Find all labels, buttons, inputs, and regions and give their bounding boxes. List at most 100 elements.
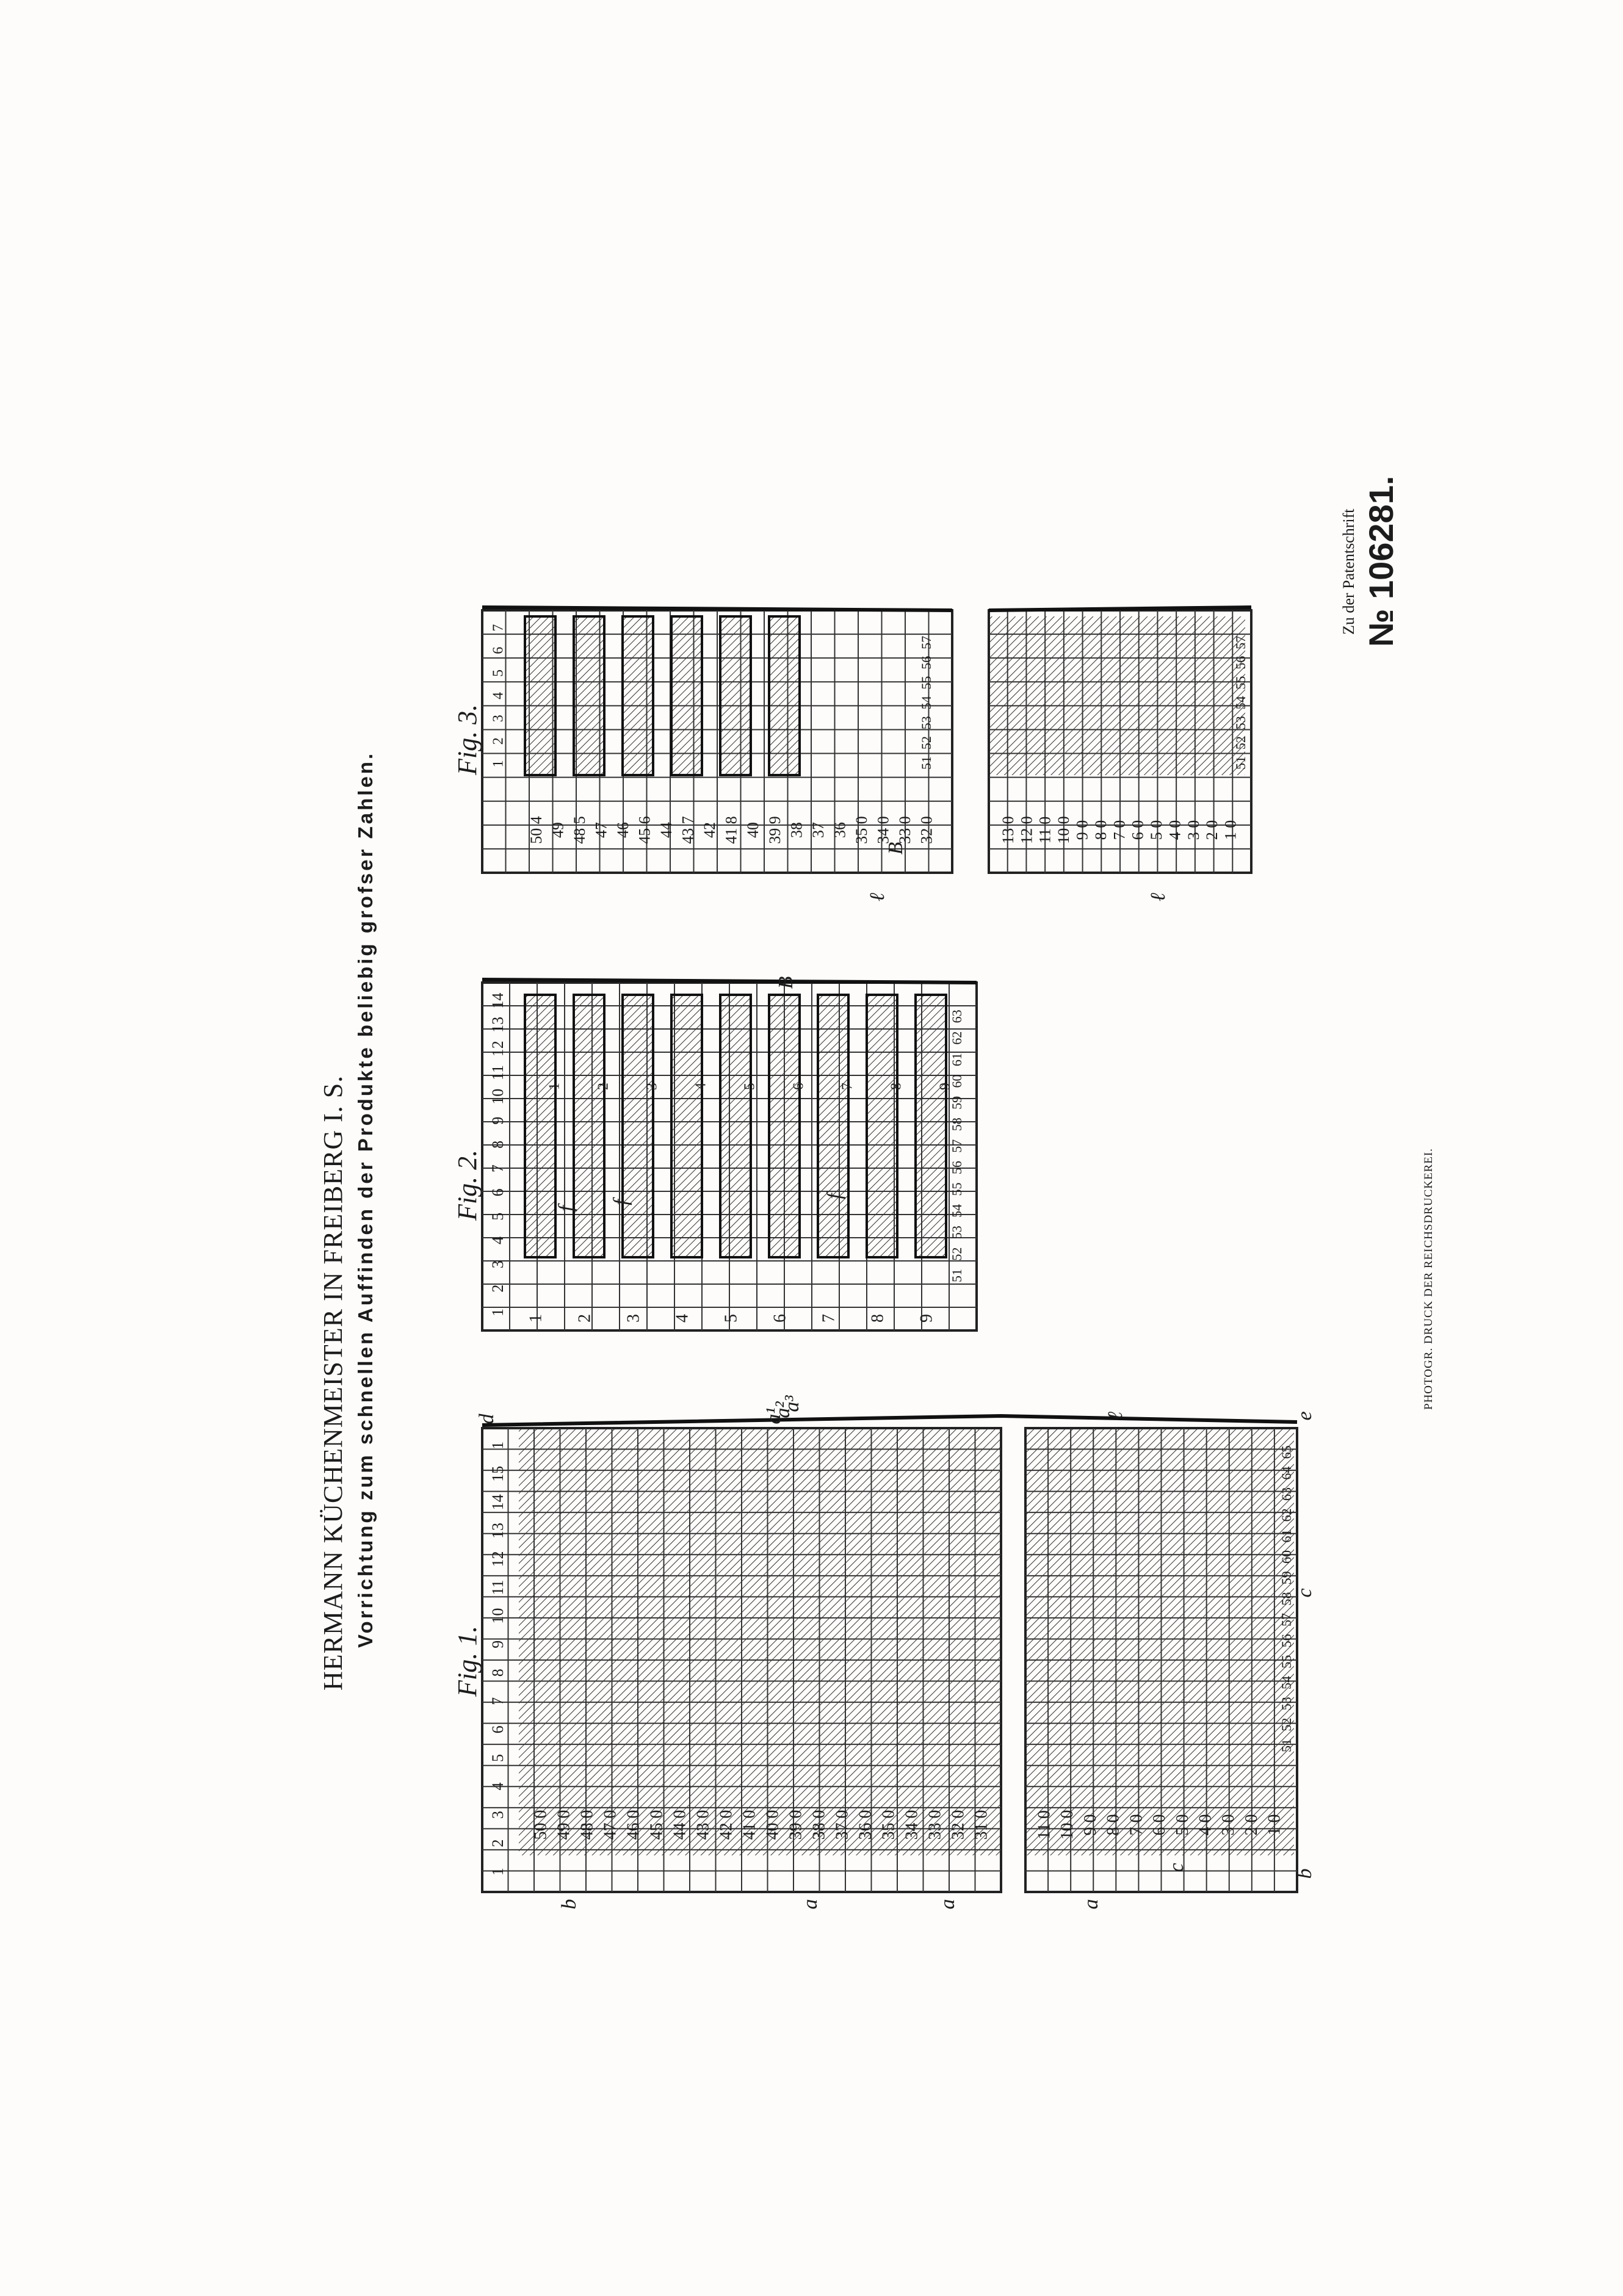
fig2-left-num: 4 (673, 1314, 692, 1323)
fig2-bottom-num: 60 (949, 1075, 964, 1088)
fig1-marker: a² (772, 1401, 794, 1418)
fig3-bottom-num-lower: 55 (1233, 676, 1248, 690)
fig2-slat-num: 1 (547, 1083, 563, 1090)
fig3-slat (524, 615, 557, 776)
fig2-bottom-num: 63 (949, 1009, 964, 1023)
fig3-left-num: 33 0 (896, 816, 914, 844)
fig1-marker: b (558, 1899, 580, 1910)
fig3-left-num: 34 0 (874, 816, 892, 844)
fig2-header-num: 3 (489, 1260, 507, 1268)
fig3-left-num: 37 (809, 822, 827, 838)
fig1-left-num-lower: 1 0 (1265, 1814, 1284, 1836)
fig2-slat (670, 994, 703, 1258)
fig1-left-num: 31 0 (972, 1810, 991, 1840)
fig2-slat (817, 994, 850, 1258)
fig3-left-num: 47 (593, 822, 610, 838)
fig1-left-num: 43 0 (693, 1810, 712, 1840)
fig1-header-num: 13 (489, 1523, 507, 1539)
fig3-bottom-num: 56 (919, 656, 934, 670)
fig3-left-num-lower: 3 0 (1185, 820, 1202, 840)
fig1-bottom-num: 59 (1279, 1571, 1294, 1584)
fig3-header-num: 4 (491, 692, 507, 699)
fig1-bottom-num: 57 (1279, 1613, 1294, 1626)
fig2-drawing: 1234567891011121314112233445566778899515… (481, 976, 978, 1332)
fig1-header-num: 10 (489, 1608, 507, 1624)
fig1-bottom-num: 64 (1279, 1467, 1294, 1480)
fig1-left-num: 48 0 (577, 1810, 596, 1840)
fig1-header-num: 9 (489, 1641, 507, 1648)
fig3-left-num: 44 (657, 822, 675, 838)
fig1-left-num-lower: 2 0 (1242, 1814, 1261, 1836)
fig3-bottom-num: 51 (919, 756, 934, 770)
fig3-left-num: 40 (744, 822, 762, 838)
fig2-header-num: 2 (489, 1285, 507, 1293)
fig1-bottom-num: 60 (1279, 1550, 1294, 1564)
fig3-torn-edge (482, 605, 1252, 612)
fig1-bottom-num: 55 (1279, 1655, 1294, 1669)
fig2-slat-num: 4 (693, 1083, 709, 1090)
fig3-left-num: 43 7 (679, 816, 697, 844)
fig1-left-num: 34 0 (902, 1810, 921, 1840)
fig1-marker: c (1165, 1863, 1188, 1872)
fig3-header-num: 2 (491, 737, 507, 745)
fig2-slat-num: 9 (938, 1083, 953, 1090)
fig3-left-num-lower: 9 0 (1074, 820, 1091, 840)
fig3-header-num: 3 (491, 715, 507, 722)
fig1-left-num: 39 0 (786, 1810, 805, 1840)
fig3-bottom-num: 54 (919, 696, 934, 709)
fig1-left-num-lower: 9 0 (1081, 1814, 1100, 1836)
fig1-hatch-lower (1025, 1428, 1294, 1855)
fig1-header-num: 15 (489, 1466, 507, 1482)
fig2-slat (866, 994, 898, 1258)
fig1-left-num: 46 0 (624, 1810, 643, 1840)
fig3-header-num: 7 (491, 624, 507, 632)
fig1-bottom-num: 51 (1279, 1739, 1294, 1752)
fig1-header-num: 1 (489, 1868, 507, 1875)
fig1-left-num: 36 0 (856, 1810, 875, 1840)
fig3-bottom-num: 53 (919, 716, 934, 729)
fig1-marker: a (936, 1899, 959, 1910)
fig2-bottom-num: 57 (949, 1139, 964, 1153)
fig3-bottom-num-lower: 51 (1233, 756, 1248, 770)
fig1-header-num: 11 (489, 1580, 507, 1595)
fig2-header-num: 13 (489, 1017, 507, 1033)
fig1-left-num-lower: 5 0 (1173, 1814, 1192, 1836)
fig2-slat-num: 3 (645, 1083, 660, 1090)
fig1-header-num: 2 (489, 1839, 507, 1847)
fig1-marker: d (475, 1413, 498, 1424)
fig3-bottom-num-lower: 52 (1233, 736, 1248, 749)
fig3-left-num: 39 9 (766, 816, 784, 844)
fig3-left-num: 36 (831, 822, 848, 838)
fig3-left-num-lower: 1 0 (1222, 820, 1240, 840)
fig2-bottom-num: 59 (949, 1096, 964, 1110)
fig1-header-num: 6 (489, 1725, 507, 1733)
fig3-marker: B (884, 842, 907, 854)
fig2-header-num: 7 (489, 1164, 507, 1172)
fig2-header-num: 12 (489, 1041, 507, 1056)
fig1-left-num: 47 0 (601, 1810, 620, 1840)
fig2-slat-num: 6 (791, 1083, 807, 1090)
fig1-header-num: 8 (489, 1669, 507, 1677)
fig1-left-num: 42 0 (717, 1810, 736, 1840)
fig2-header-num: 8 (489, 1141, 507, 1149)
fig2-header-num: 11 (489, 1065, 507, 1080)
fig2-slat (524, 994, 557, 1258)
fig1-bottom-num: 54 (1279, 1676, 1294, 1689)
fig2-bottom-num: 58 (949, 1117, 964, 1131)
fig1-left-num-lower: 7 0 (1127, 1814, 1146, 1836)
fig3-left-num-lower: 8 0 (1092, 820, 1110, 840)
fig2-bottom-num: 51 (949, 1269, 964, 1282)
fig1-left-num: 40 0 (763, 1810, 782, 1840)
fig2-slat-num: 2 (596, 1083, 612, 1090)
fig2-left-num: 1 (526, 1314, 545, 1323)
fig1-marker: a (799, 1899, 822, 1910)
fig2-left-num: 2 (575, 1314, 594, 1323)
fig3-bottom-num: 55 (919, 676, 934, 690)
fig2-header-num: 9 (489, 1117, 507, 1125)
fig2-slat (768, 994, 801, 1258)
fig3-header-num: 1 (491, 760, 507, 767)
fig1-bottom-num: 63 (1279, 1487, 1294, 1501)
fig1-bottom-num: 61 (1279, 1529, 1294, 1543)
fig2-bottom-num: 53 (949, 1226, 964, 1239)
